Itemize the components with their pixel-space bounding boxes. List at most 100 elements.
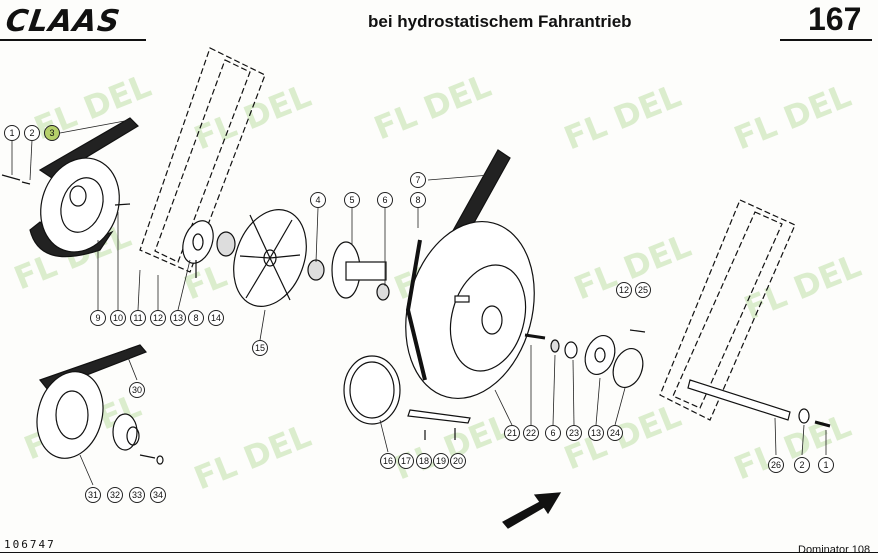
axle-shaft: [687, 379, 831, 428]
callout-label: 32: [110, 490, 120, 500]
callout-18: 18: [416, 453, 432, 469]
callout-label: 8: [193, 313, 198, 323]
reference-number: 106747: [4, 538, 56, 551]
callout-1: 1: [4, 125, 20, 141]
callout-label: 2: [799, 460, 804, 470]
callout-label: 5: [349, 195, 354, 205]
callout-label: 1: [9, 128, 14, 138]
callout-31: 31: [85, 487, 101, 503]
callout-label: 23: [569, 428, 579, 438]
callout-8: 8: [188, 310, 204, 326]
callout-label: 8: [415, 195, 420, 205]
header-rule-left: [0, 39, 146, 41]
callout-label: 6: [382, 195, 387, 205]
direction-arrow: [502, 492, 562, 529]
callout-label: 25: [638, 285, 648, 295]
fan-wheel: [233, 208, 307, 308]
callout-label: 12: [153, 313, 163, 323]
callout-12: 12: [616, 282, 632, 298]
callout-label: 9: [95, 313, 100, 323]
callout-9: 9: [90, 310, 106, 326]
model-label: Dominator 108: [798, 544, 871, 556]
callout-15: 15: [252, 340, 268, 356]
callout-label: 12: [619, 285, 629, 295]
callout-label: 15: [255, 343, 265, 353]
callout-21: 21: [504, 425, 520, 441]
watermark: FL DEL: [569, 226, 697, 307]
callout-label: 4: [315, 195, 320, 205]
main-drum: [405, 149, 535, 400]
callout-label: 13: [173, 313, 183, 323]
center-shaft: [307, 241, 390, 301]
mount-strip: [407, 409, 471, 440]
lower-left-pulley: [36, 344, 164, 465]
callout-label: 19: [436, 456, 446, 466]
callout-12: 12: [150, 310, 166, 326]
callout-8: 8: [410, 192, 426, 208]
callout-32: 32: [107, 487, 123, 503]
leader-lines: [11, 119, 827, 486]
callout-label: 10: [113, 313, 123, 323]
callout-label: 21: [507, 428, 517, 438]
right-frame-plate: [659, 199, 796, 421]
watermark: FL DEL: [189, 76, 317, 157]
callout-label: 17: [401, 456, 411, 466]
callout-label: 22: [526, 428, 536, 438]
callout-6: 6: [545, 425, 561, 441]
callout-19: 19: [433, 453, 449, 469]
callout-33: 33: [129, 487, 145, 503]
callout-label: 13: [591, 428, 601, 438]
upper-left-pulley: [1, 117, 139, 258]
left-frame-plate: [139, 47, 266, 273]
watermark: FL DEL: [559, 76, 687, 157]
callout-label: 14: [211, 313, 221, 323]
callout-11: 11: [130, 310, 146, 326]
watermark: FL DEL: [189, 416, 317, 497]
right-hub-parts: [524, 329, 646, 388]
callout-label: 31: [88, 490, 98, 500]
page-title: bei hydrostatischem Fahrantrieb: [368, 12, 632, 31]
callout-30: 30: [129, 382, 145, 398]
callout-2: 2: [24, 125, 40, 141]
callout-1: 1: [818, 457, 834, 473]
callout-20: 20: [450, 453, 466, 469]
callout-label: 33: [132, 490, 142, 500]
callout-label: 2: [29, 128, 34, 138]
callout-13: 13: [170, 310, 186, 326]
callout-label: 16: [383, 456, 393, 466]
callout-4: 4: [310, 192, 326, 208]
callout-label: 18: [419, 456, 429, 466]
callout-2: 2: [794, 457, 810, 473]
callout-23: 23: [566, 425, 582, 441]
callout-label: 24: [610, 428, 620, 438]
callout-17: 17: [398, 453, 414, 469]
callout-label: 26: [771, 460, 781, 470]
callout-5: 5: [344, 192, 360, 208]
watermark: FL DEL: [729, 406, 857, 487]
footer-rule: [0, 552, 878, 553]
callout-24: 24: [607, 425, 623, 441]
header-rule-right: [780, 39, 872, 41]
callout-label: 1: [823, 460, 828, 470]
callout-7: 7: [410, 172, 426, 188]
callout-label: 20: [453, 456, 463, 466]
page-number: 167: [808, 1, 862, 37]
callout-14: 14: [208, 310, 224, 326]
callout-3: 3: [44, 125, 60, 141]
hub-flange: [182, 220, 236, 278]
callout-25: 25: [635, 282, 651, 298]
callout-label: 6: [550, 428, 555, 438]
callout-label: 3: [49, 128, 54, 138]
callout-26: 26: [768, 457, 784, 473]
callout-label: 30: [132, 385, 142, 395]
callout-label: 11: [133, 313, 142, 323]
callout-label: 34: [153, 490, 163, 500]
callout-22: 22: [523, 425, 539, 441]
callout-34: 34: [150, 487, 166, 503]
callout-16: 16: [380, 453, 396, 469]
callout-label: 7: [415, 175, 420, 185]
callout-6: 6: [377, 192, 393, 208]
